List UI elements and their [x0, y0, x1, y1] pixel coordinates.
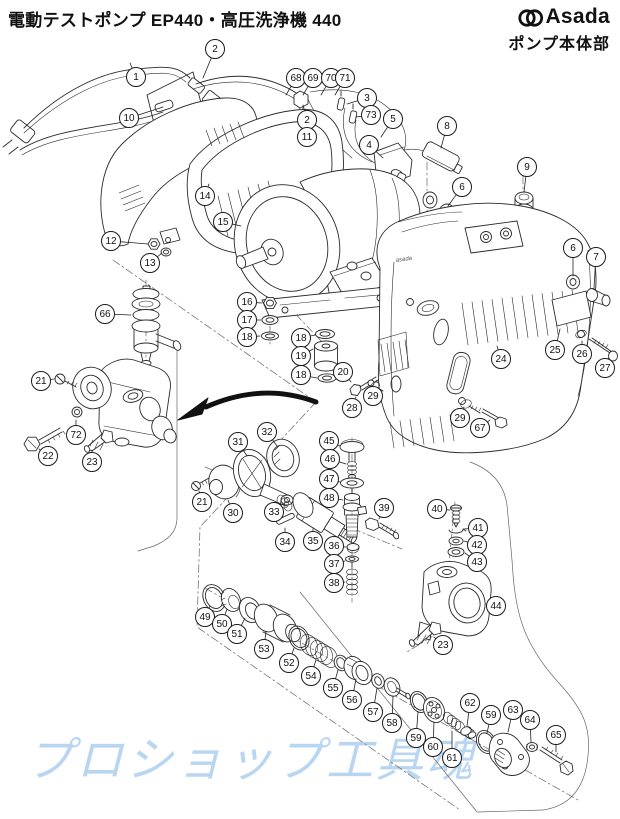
callout-24: 24	[491, 349, 511, 369]
callout-18: 18	[291, 328, 311, 348]
callout-44: 44	[486, 596, 506, 616]
callout-20: 20	[333, 362, 353, 382]
callout-2: 2	[205, 39, 225, 59]
callout-62: 62	[460, 693, 480, 713]
callout-60: 60	[423, 737, 443, 757]
callout-18: 18	[291, 365, 311, 385]
manifold-drawing	[23, 358, 319, 453]
callout-54: 54	[301, 666, 321, 686]
callout-57: 57	[363, 702, 383, 722]
callout-58: 58	[382, 713, 402, 733]
outlet-block-drawing	[408, 504, 492, 647]
callout-45: 45	[319, 431, 339, 451]
callout-65: 65	[546, 725, 566, 745]
callout-29: 29	[450, 408, 470, 428]
callout-63: 63	[503, 700, 523, 720]
cover-molded-mark: asada	[395, 256, 413, 264]
callout-38: 38	[324, 573, 344, 593]
callout-5: 5	[383, 109, 403, 129]
callout-68: 68	[286, 68, 306, 88]
callout-34: 34	[275, 532, 295, 552]
callout-26: 26	[572, 344, 592, 364]
callout-21: 21	[192, 492, 212, 512]
callout-12: 12	[101, 231, 121, 251]
valve-row-drawing	[202, 584, 574, 776]
callout-22: 22	[38, 446, 58, 466]
callout-6: 6	[452, 177, 472, 197]
brand-block: Asada ポンプ本体部	[508, 5, 610, 54]
callout-61: 61	[442, 748, 462, 768]
callout-31: 31	[228, 432, 248, 452]
callout-9: 9	[517, 157, 537, 177]
callout-23: 23	[82, 452, 102, 472]
callout-52: 52	[279, 653, 299, 673]
callout-47: 47	[319, 469, 339, 489]
callout-66: 66	[95, 304, 115, 324]
unloader-valve-drawing	[339, 439, 400, 596]
callout-67: 67	[470, 418, 490, 438]
callout-16: 16	[237, 292, 257, 312]
callout-72: 72	[66, 425, 86, 445]
page-title: 電動テストポンプ EP440・高圧洗浄機 440	[8, 11, 342, 30]
callout-33: 33	[264, 502, 284, 522]
callout-37: 37	[324, 554, 344, 574]
power-cord-drawing	[2, 66, 299, 156]
callout-13: 13	[140, 253, 160, 273]
callout-59: 59	[481, 705, 501, 725]
callout-39: 39	[374, 498, 394, 518]
pump-cover-drawing: asada	[376, 202, 618, 454]
callout-19: 19	[291, 346, 311, 366]
callout-25: 25	[545, 340, 565, 360]
callout-11: 11	[297, 127, 317, 147]
callout-15: 15	[213, 212, 233, 232]
relief-valve-drawing	[131, 285, 182, 366]
brand-row: Asada	[508, 5, 610, 29]
brand-name: Asada	[545, 5, 610, 28]
callout-6: 6	[563, 238, 583, 258]
callout-40: 40	[427, 499, 447, 519]
callout-43: 43	[467, 552, 487, 572]
callout-8: 8	[437, 116, 457, 136]
callout-71: 71	[335, 68, 355, 88]
callout-46: 46	[320, 449, 340, 469]
callout-32: 32	[257, 422, 277, 442]
callout-36: 36	[324, 536, 344, 556]
asada-logo-icon	[518, 9, 544, 27]
callout-21: 21	[31, 371, 51, 391]
callout-2: 2	[297, 110, 317, 130]
mount-hardware-drawing	[261, 296, 384, 396]
callout-51: 51	[227, 624, 247, 644]
callout-35: 35	[303, 531, 323, 551]
callout-49: 49	[195, 607, 215, 627]
callout-23: 23	[433, 635, 453, 655]
watermark: プロショップ工具魂	[26, 733, 478, 786]
callout-69: 69	[303, 68, 323, 88]
callout-27: 27	[595, 358, 615, 378]
callout-30: 30	[223, 503, 243, 523]
callout-55: 55	[323, 678, 343, 698]
callout-64: 64	[520, 710, 540, 730]
callout-73: 73	[361, 105, 381, 125]
callout-56: 56	[342, 690, 362, 710]
callout-4: 4	[359, 135, 379, 155]
callout-14: 14	[195, 186, 215, 206]
callout-28: 28	[342, 398, 362, 418]
callout-1: 1	[126, 67, 146, 87]
section-title: ポンプ本体部	[508, 36, 610, 53]
callout-53: 53	[254, 639, 274, 659]
callout-7: 7	[586, 247, 606, 267]
callout-59: 59	[406, 728, 426, 748]
callout-10: 10	[119, 108, 139, 128]
callout-29: 29	[363, 386, 383, 406]
callout-48: 48	[319, 488, 339, 508]
callout-18: 18	[237, 327, 257, 347]
crank-group-drawing	[191, 438, 358, 544]
